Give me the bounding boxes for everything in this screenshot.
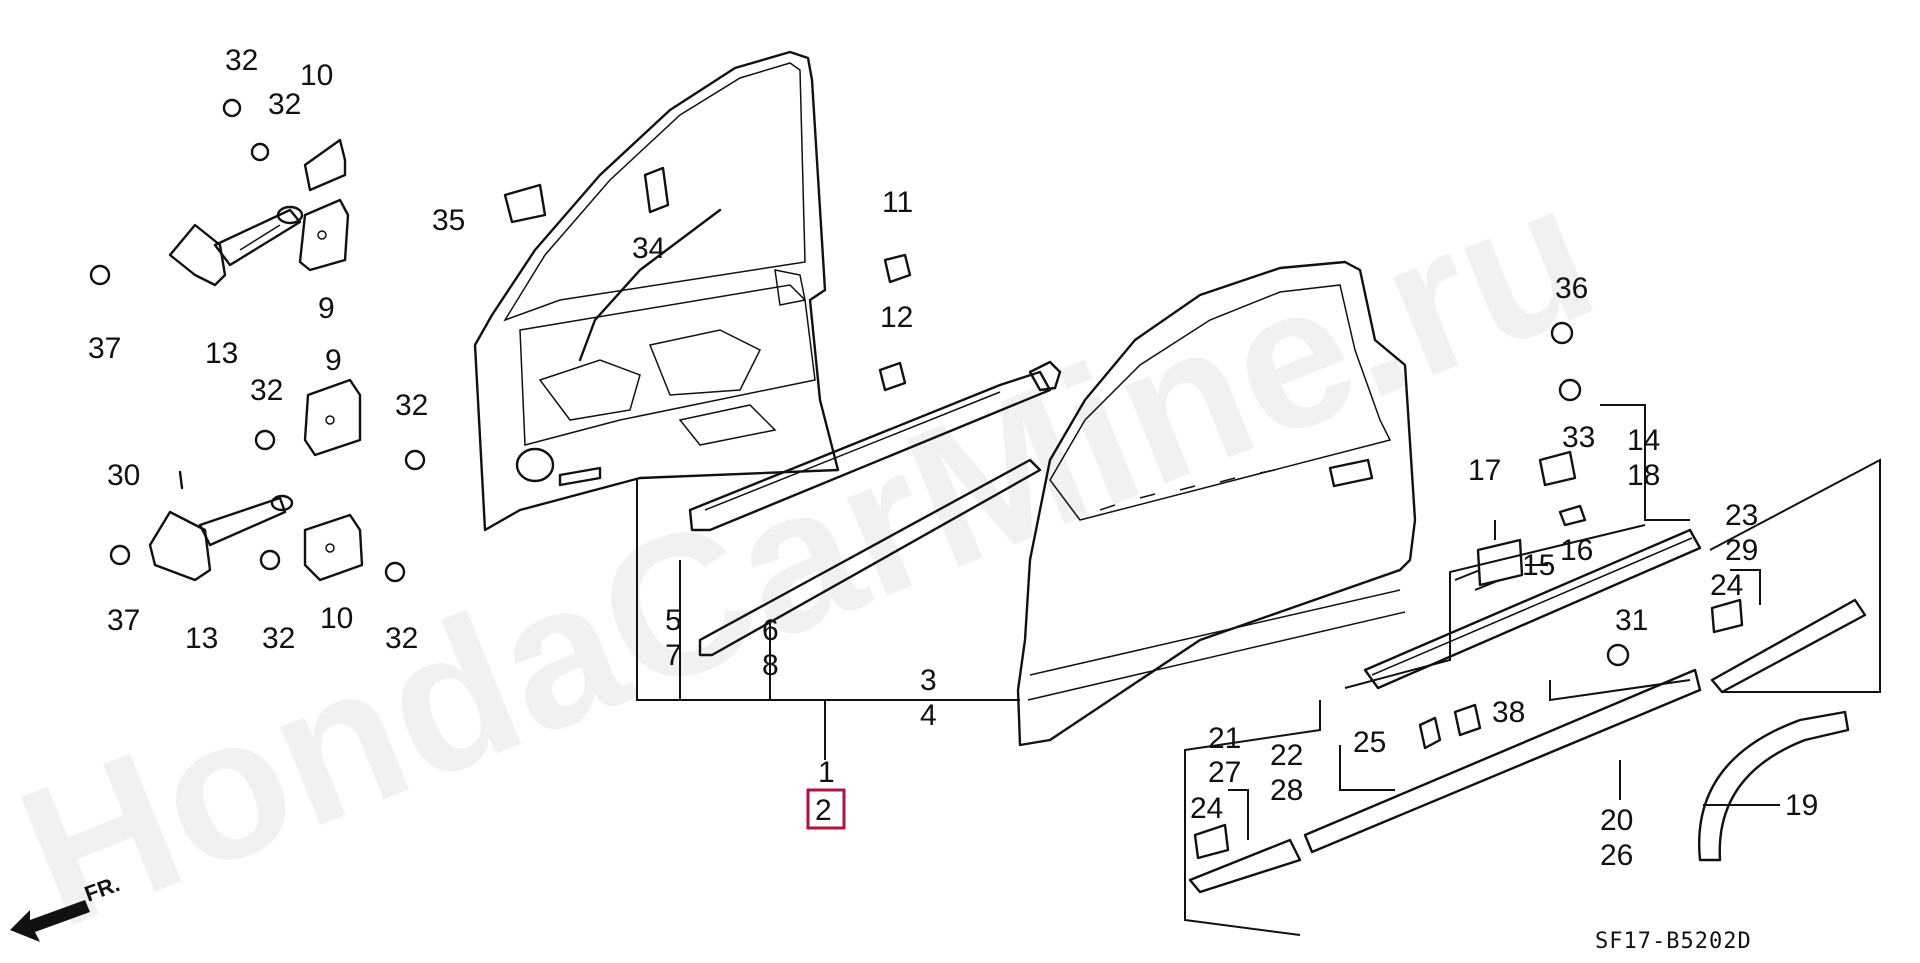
arch-molding-19[interactable] bbox=[1698, 710, 1850, 862]
callout-38: 38 bbox=[1492, 696, 1525, 729]
callout-19: 19 bbox=[1785, 789, 1818, 822]
callout-26: 26 bbox=[1600, 839, 1633, 872]
callout-37: 37 bbox=[88, 332, 121, 365]
callout-32: 32 bbox=[395, 389, 428, 422]
door-hinge-upper-b[interactable] bbox=[298, 198, 350, 272]
door-checker-lower[interactable] bbox=[148, 494, 294, 582]
callout-4: 4 bbox=[920, 699, 937, 732]
callout-32: 32 bbox=[225, 44, 258, 77]
callout-12: 12 bbox=[880, 301, 913, 334]
callout-8: 8 bbox=[762, 649, 779, 682]
door-hinge-upper-a[interactable] bbox=[303, 138, 347, 192]
callout-18: 18 bbox=[1627, 459, 1660, 492]
callout-22: 22 bbox=[1270, 739, 1303, 772]
door-hinge-lower-b[interactable] bbox=[303, 513, 364, 582]
callout-11: 11 bbox=[882, 186, 913, 219]
callout-17: 17 bbox=[1468, 454, 1501, 487]
door-inner-panel[interactable] bbox=[473, 50, 840, 532]
callout-3: 3 bbox=[920, 664, 937, 697]
callout-32: 32 bbox=[262, 622, 295, 655]
callout-24: 24 bbox=[1710, 569, 1743, 602]
callout-20: 20 bbox=[1600, 804, 1633, 837]
clips bbox=[1193, 450, 1744, 860]
door-molding-14-18[interactable] bbox=[1363, 528, 1702, 690]
callout-10: 10 bbox=[320, 602, 353, 635]
door-bracket[interactable] bbox=[1028, 360, 1062, 392]
callout-29: 29 bbox=[1725, 534, 1758, 567]
callout-37: 37 bbox=[107, 604, 140, 637]
watermark: HondaCarMine.ru bbox=[0, 139, 1622, 958]
callout-2-highlighted[interactable]: 2 bbox=[815, 794, 832, 827]
door-weatherstrip-inner[interactable] bbox=[688, 370, 1052, 532]
leader-lines bbox=[636, 404, 1881, 936]
callout-9: 9 bbox=[318, 292, 335, 325]
callout-35: 35 bbox=[432, 204, 465, 237]
callout-25: 25 bbox=[1353, 726, 1386, 759]
callout-32: 32 bbox=[250, 374, 283, 407]
callout-34: 34 bbox=[632, 232, 665, 265]
callout-labels: 32 10 32 35 34 11 12 9 37 13 9 32 32 30 … bbox=[88, 44, 1818, 872]
callout-24: 24 bbox=[1190, 792, 1223, 825]
window-channel[interactable] bbox=[578, 208, 722, 362]
callout-16: 16 bbox=[1560, 534, 1593, 567]
callout-32: 32 bbox=[385, 622, 418, 655]
side-molding-21-27[interactable] bbox=[1188, 838, 1302, 894]
callout-27: 27 bbox=[1208, 756, 1241, 789]
callout-14: 14 bbox=[1627, 424, 1660, 457]
arrow-icon bbox=[10, 900, 90, 942]
highlight-box bbox=[806, 788, 846, 830]
door-checker-upper[interactable] bbox=[168, 205, 304, 287]
callout-1: 1 bbox=[818, 756, 835, 789]
callout-9: 9 bbox=[325, 344, 342, 377]
callout-23: 23 bbox=[1725, 499, 1758, 532]
side-molding-23-29[interactable] bbox=[1710, 598, 1867, 694]
door-hinge-lower-a[interactable] bbox=[303, 378, 362, 457]
callout-13: 13 bbox=[185, 622, 218, 655]
callout-13: 13 bbox=[205, 337, 238, 370]
callout-36: 36 bbox=[1555, 272, 1588, 305]
door-weatherstrip-outer[interactable] bbox=[698, 458, 1042, 657]
callout-28: 28 bbox=[1270, 774, 1303, 807]
callout-32: 32 bbox=[268, 88, 301, 121]
callout-30: 30 bbox=[107, 459, 140, 492]
grommets bbox=[503, 166, 912, 392]
door-outer-panel[interactable] bbox=[1016, 260, 1417, 747]
bolts bbox=[89, 98, 1630, 667]
callout-33: 33 bbox=[1562, 421, 1595, 454]
callout-15: 15 bbox=[1522, 549, 1555, 582]
callout-10: 10 bbox=[300, 59, 333, 92]
diagram-code: SF17-B5202D bbox=[1595, 929, 1752, 954]
callout-31: 31 bbox=[1615, 604, 1648, 637]
callout-21: 21 bbox=[1208, 722, 1241, 755]
callout-7: 7 bbox=[665, 639, 682, 672]
callout-5: 5 bbox=[665, 604, 682, 637]
side-molding-20-26[interactable] bbox=[1303, 668, 1702, 854]
callout-6: 6 bbox=[762, 614, 779, 647]
